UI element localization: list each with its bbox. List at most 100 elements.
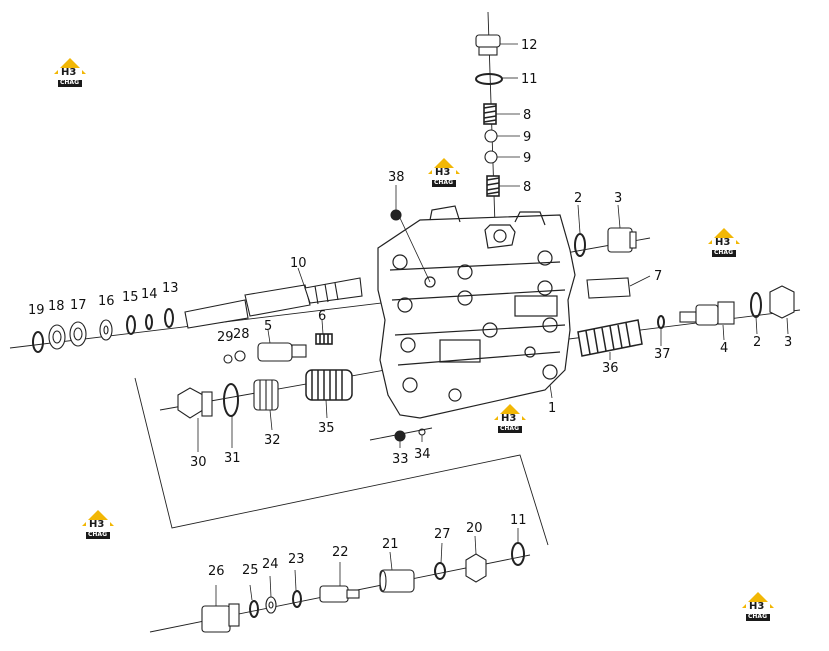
label-20: 20 [466, 521, 483, 536]
label-32: 32 [264, 433, 281, 448]
o-ring-2-upper [574, 233, 586, 257]
brand-logo-bottom: CHAG [434, 179, 453, 186]
ring-29 [223, 354, 233, 364]
plug-20 [465, 553, 487, 583]
label-37: 37 [654, 347, 671, 362]
o-ring-2-lower [750, 292, 762, 318]
ring-13 [164, 308, 174, 328]
label-8-lower: 8 [523, 180, 531, 195]
assembly-bracket [134, 377, 549, 546]
plate-7 [586, 277, 631, 299]
ring-37 [657, 315, 665, 329]
brand-logo-bottom: CHAG [88, 531, 107, 538]
brand-logo-top: H3 [61, 67, 77, 78]
label-14: 14 [141, 287, 158, 302]
spring-8-top [483, 103, 497, 125]
label-15: 15 [122, 290, 139, 305]
plug-3-upper [607, 227, 637, 253]
leader-lines [197, 43, 789, 606]
top-cap-12 [475, 34, 501, 56]
label-4: 4 [720, 341, 728, 356]
brand-logo-top: H3 [715, 237, 731, 248]
brand-logo-top: H3 [749, 601, 765, 612]
brand-logo: H3 CHAG [426, 154, 462, 188]
sleeve-21 [379, 569, 415, 593]
label-27: 27 [434, 527, 451, 542]
label-9-a: 9 [523, 130, 531, 145]
label-1: 1 [548, 401, 556, 416]
label-13: 13 [162, 281, 179, 296]
plug-38 [390, 209, 402, 221]
label-21: 21 [382, 537, 399, 552]
washer-24 [265, 596, 277, 614]
brand-logo-top: H3 [89, 519, 105, 530]
ball-9-b [484, 150, 498, 164]
label-30: 30 [190, 455, 207, 470]
label-28: 28 [233, 327, 250, 342]
label-26: 26 [208, 564, 225, 579]
piston-5 [257, 342, 307, 362]
label-29: 29 [217, 330, 234, 345]
label-24: 24 [262, 557, 279, 572]
ring-14 [145, 314, 153, 330]
label-25: 25 [242, 563, 259, 578]
bushing-17 [69, 321, 87, 347]
label-22: 22 [332, 545, 349, 560]
label-38: 38 [388, 170, 405, 185]
label-2-upper: 2 [574, 191, 582, 206]
brand-logo: H3 CHAG [492, 400, 528, 434]
label-16: 16 [98, 294, 115, 309]
label-34: 34 [414, 447, 431, 462]
label-19: 19 [28, 303, 45, 318]
ring-23 [292, 590, 302, 608]
brand-logo-bottom: CHAG [748, 613, 767, 620]
plug-33 [394, 430, 406, 442]
piston-32 [253, 379, 279, 411]
plug-3-lower [769, 285, 795, 319]
spring-35 [305, 369, 353, 401]
ring-25 [249, 600, 259, 618]
o-ring-11-top [475, 73, 503, 85]
plug-26 [201, 603, 240, 633]
label-18: 18 [48, 299, 65, 314]
spring-36 [577, 319, 643, 357]
label-36: 36 [602, 361, 619, 376]
label-2-lower: 2 [753, 335, 761, 350]
bushing-18 [48, 324, 66, 350]
spring-8-lower [486, 175, 500, 197]
label-10: 10 [290, 256, 307, 271]
label-3-upper: 3 [614, 191, 622, 206]
brand-logo: H3 CHAG [740, 588, 776, 622]
o-ring-31 [223, 383, 239, 417]
label-11-top: 11 [521, 72, 538, 87]
brand-logo: H3 CHAG [52, 54, 88, 88]
label-31: 31 [224, 451, 241, 466]
label-11-bottom: 11 [510, 513, 527, 528]
brand-logo-top: H3 [501, 413, 517, 424]
brand-logo-bottom: CHAG [500, 425, 519, 432]
label-12: 12 [521, 38, 538, 53]
label-17: 17 [70, 298, 87, 313]
washer-16 [99, 319, 113, 341]
label-5: 5 [264, 319, 272, 334]
label-33: 33 [392, 452, 409, 467]
brand-logo: H3 CHAG [80, 506, 116, 540]
label-7: 7 [654, 269, 662, 284]
ring-27 [434, 562, 446, 580]
brand-logo: H3 CHAG [706, 224, 742, 258]
brand-logo-top: H3 [435, 167, 451, 178]
brand-logo-bottom: CHAG [60, 79, 79, 86]
plug-30 [177, 387, 213, 419]
label-3-lower: 3 [784, 335, 792, 350]
shaft-10 [184, 277, 363, 329]
callout-labels: 12 11 8 9 9 8 38 2 3 7 1 10 13 14 15 16 … [28, 38, 792, 579]
spring-6 [315, 333, 333, 345]
o-ring-11-bottom [511, 542, 525, 566]
brand-logo-bottom: CHAG [714, 249, 733, 256]
valve-4 [679, 301, 735, 326]
ball-9-a [484, 129, 498, 143]
ring-19 [32, 331, 44, 353]
label-23: 23 [288, 552, 305, 567]
label-8-top: 8 [523, 108, 531, 123]
